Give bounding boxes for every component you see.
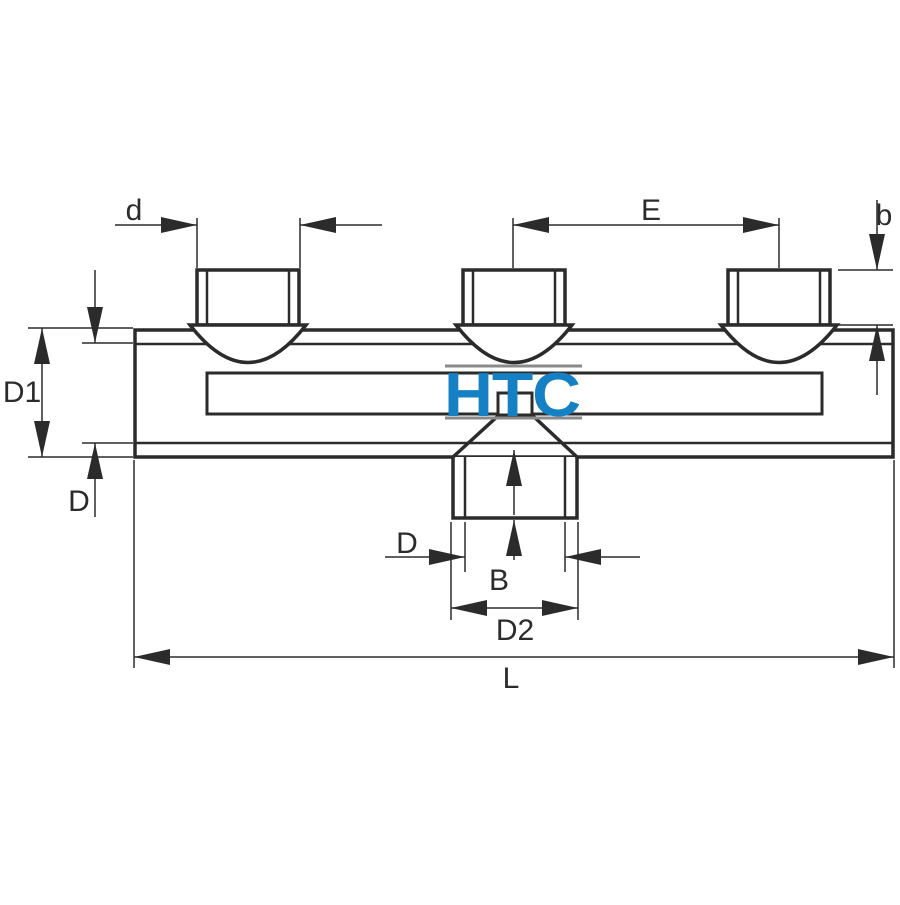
label-B: B [489, 564, 509, 597]
label-L: L [503, 662, 520, 695]
dimension-lines [28, 200, 895, 668]
label-D-bottom: D [396, 527, 418, 560]
label-b: b [876, 199, 893, 232]
top-outlet-3 [717, 268, 841, 365]
top-outlet-2 [452, 268, 576, 365]
bottom-inlet [451, 391, 579, 520]
label-D-left: D [68, 485, 90, 518]
label-E: E [641, 194, 661, 227]
label-d: d [126, 194, 143, 227]
top-outlet-1 [186, 268, 310, 365]
label-D2: D2 [496, 614, 534, 647]
label-D1: D1 [3, 376, 41, 409]
dimension-labels: d E b D1 D D B D2 L [3, 194, 893, 695]
logo-text: HTC [444, 361, 580, 430]
htc-logo: HTC [444, 361, 582, 430]
